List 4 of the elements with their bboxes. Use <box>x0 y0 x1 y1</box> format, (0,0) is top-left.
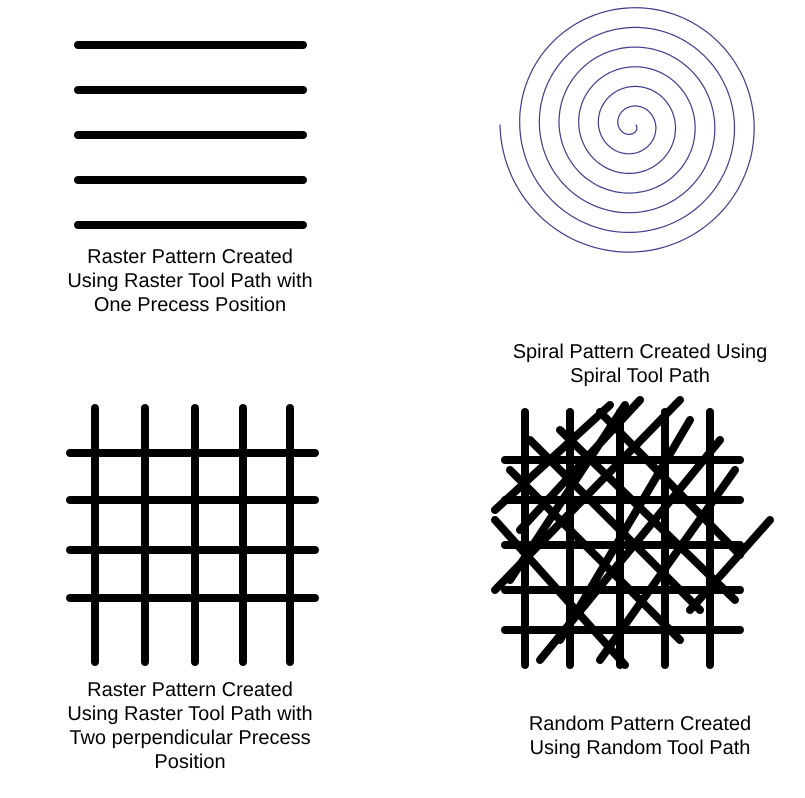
caption: Raster Pattern Created Using Raster Tool Path with Two perpendicular Precess Position <box>66 678 314 774</box>
caption: Raster Pattern Created Using Raster Tool Path with One Precess Position <box>66 245 314 317</box>
caption: Random Pattern Created Using Random Tool Path <box>528 712 752 760</box>
caption: Spiral Pattern Created Using Spiral Tool Path <box>512 340 768 388</box>
